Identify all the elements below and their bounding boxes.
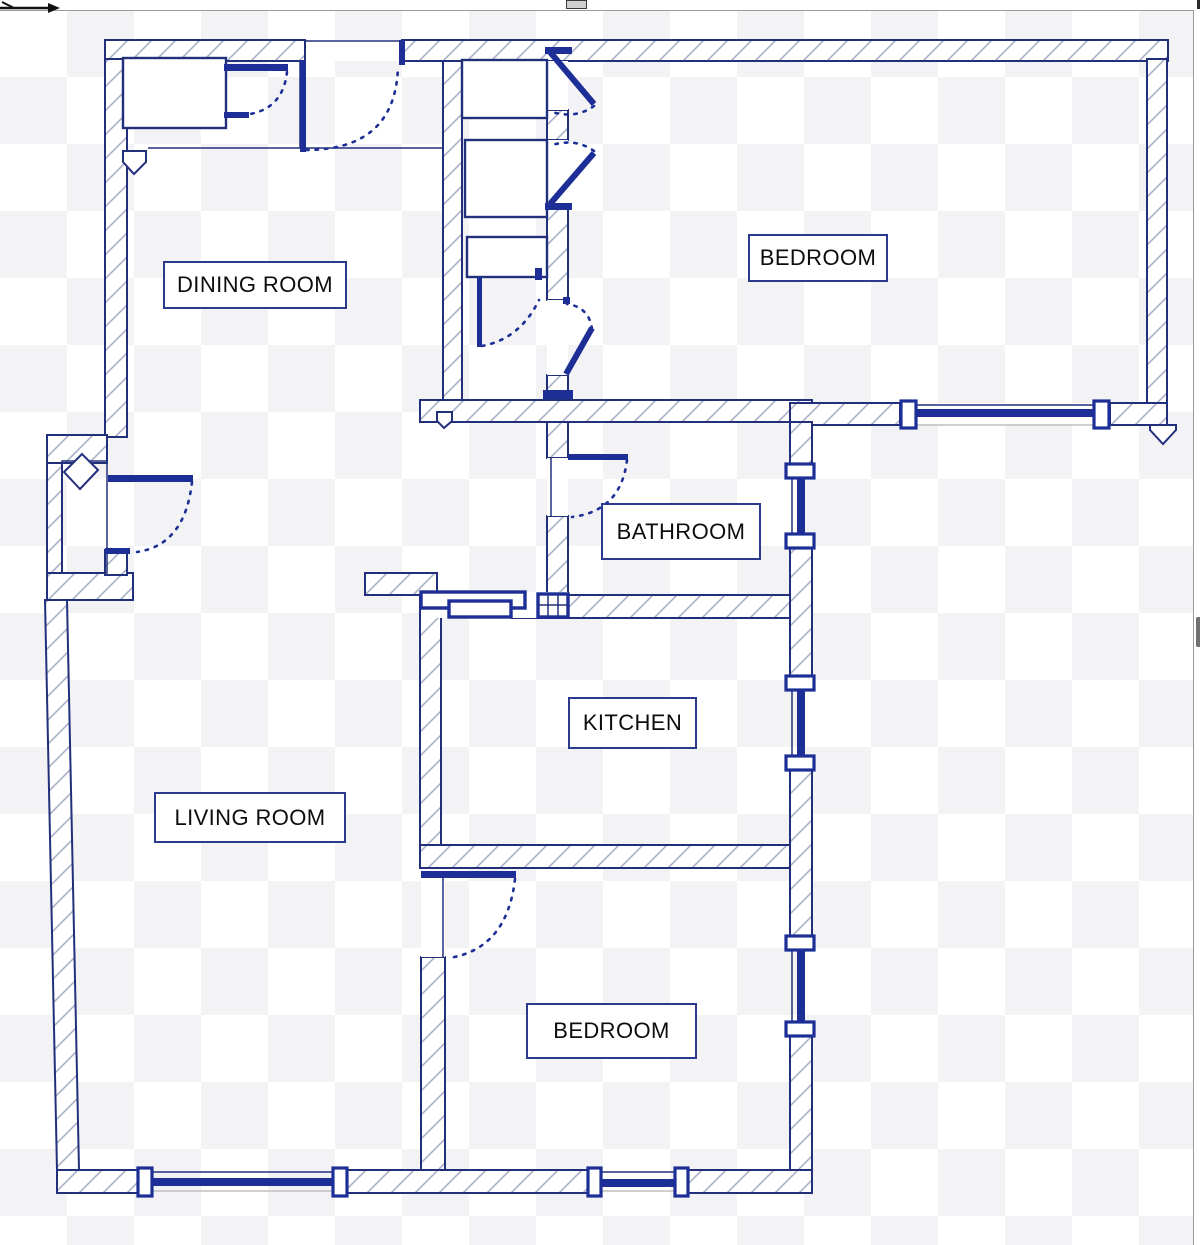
window [784, 934, 816, 1038]
hall-closet-3 [465, 235, 549, 279]
windows [136, 399, 1111, 1198]
dining-closet [121, 56, 228, 130]
wall-break-icon [1149, 424, 1177, 446]
room-label-bathroom: BATHROOM [601, 503, 761, 560]
scrollbar-top-tick [1197, 0, 1200, 9]
doors [105, 40, 629, 960]
window [784, 674, 816, 772]
entry-door-leaf [300, 60, 306, 152]
window [136, 1166, 349, 1198]
room-label-bedroom-top: BEDROOM [748, 234, 888, 282]
wall-openings [105, 40, 568, 957]
wall-break-icon [62, 452, 100, 491]
hall-closet-2 [463, 138, 549, 219]
hall-closet-1 [460, 58, 549, 120]
window [899, 399, 1111, 430]
sliding-door-icon [447, 599, 513, 619]
bathroom-door-leaf [568, 454, 628, 460]
room-label-dining: DINING ROOM [163, 261, 347, 309]
front-door-leaf [108, 475, 193, 482]
scrollbar-thumb[interactable] [1196, 617, 1200, 647]
right-arrow-icon [0, 1, 60, 13]
canvas-right-edge [1193, 10, 1194, 1245]
canvas-top-edge [0, 10, 1193, 11]
window [784, 462, 816, 550]
kitchen-opening-symbols [419, 590, 570, 619]
wall-break-icon [436, 411, 453, 430]
bedroom2-door-leaf [421, 871, 516, 878]
room-label-kitchen: KITCHEN [568, 697, 697, 749]
wall-break-icon [122, 150, 147, 176]
pocket-door-icon [536, 592, 570, 619]
resize-handle[interactable] [566, 0, 587, 9]
wall-break-symbols [62, 150, 1177, 491]
window [586, 1166, 690, 1198]
room-label-living: LIVING ROOM [154, 792, 346, 843]
room-label-bedroom-bottom: BEDROOM [526, 1003, 697, 1059]
closets [61, 56, 549, 574]
